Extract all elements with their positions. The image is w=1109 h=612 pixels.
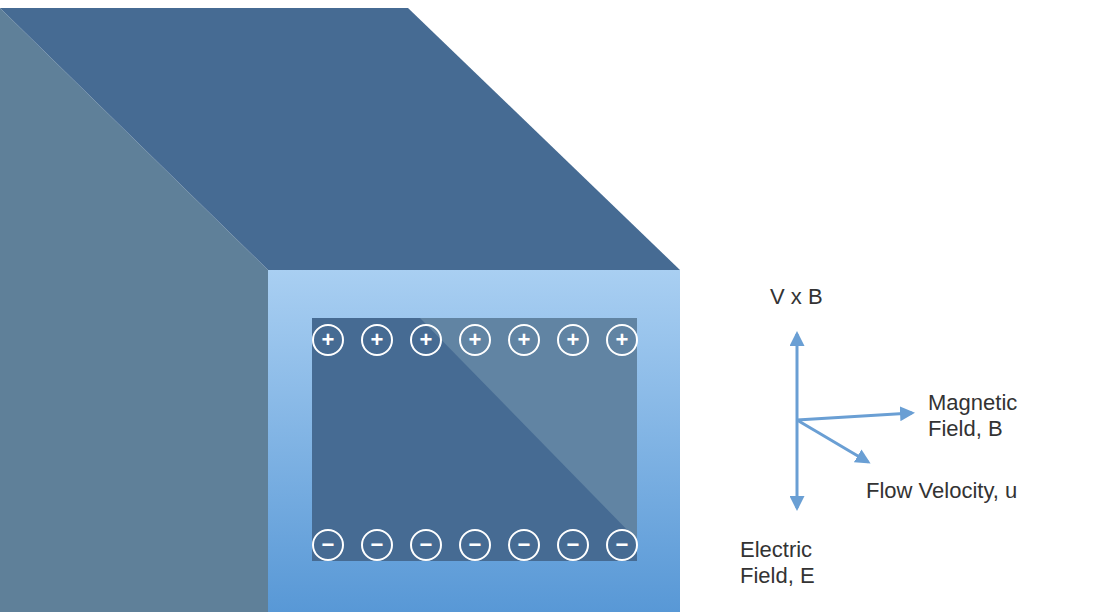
magnetic-field-label: Magnetic Field, B — [928, 390, 1040, 442]
positive-charge: + — [312, 324, 344, 356]
duct-interior — [312, 318, 637, 561]
negative-charge: − — [361, 529, 393, 561]
negative-charge: − — [557, 529, 589, 561]
charge-sign: + — [371, 329, 384, 351]
positive-charge: + — [410, 324, 442, 356]
positive-charge: + — [606, 324, 638, 356]
charge-sign: − — [371, 534, 384, 556]
negative-charge: − — [312, 529, 344, 561]
charge-sign: + — [469, 329, 482, 351]
electric-field-label: Electric Field, E — [740, 537, 832, 589]
charge-sign: − — [567, 534, 580, 556]
positive-charge: + — [557, 324, 589, 356]
charge-sign: − — [518, 534, 531, 556]
charge-sign: − — [420, 534, 433, 556]
negative-charge: − — [459, 529, 491, 561]
charge-sign: + — [518, 329, 531, 351]
negative-charge: − — [508, 529, 540, 561]
negative-charge: − — [606, 529, 638, 561]
charge-sign: − — [616, 534, 629, 556]
positive-charge: + — [361, 324, 393, 356]
negative-charge: − — [410, 529, 442, 561]
duct-top — [0, 8, 680, 270]
charge-sign: − — [469, 534, 482, 556]
charge-sign: + — [420, 329, 433, 351]
charge-sign: + — [616, 329, 629, 351]
charge-sign: − — [322, 534, 335, 556]
charge-sign: + — [567, 329, 580, 351]
positive-charge: + — [459, 324, 491, 356]
duct-front — [268, 270, 680, 612]
cross-product-label: V x B — [770, 284, 890, 310]
flow-velocity-label: Flow Velocity, u — [866, 478, 1066, 504]
charge-sign: + — [322, 329, 335, 351]
duct-interior-wall — [420, 318, 637, 540]
positive-charge: + — [508, 324, 540, 356]
